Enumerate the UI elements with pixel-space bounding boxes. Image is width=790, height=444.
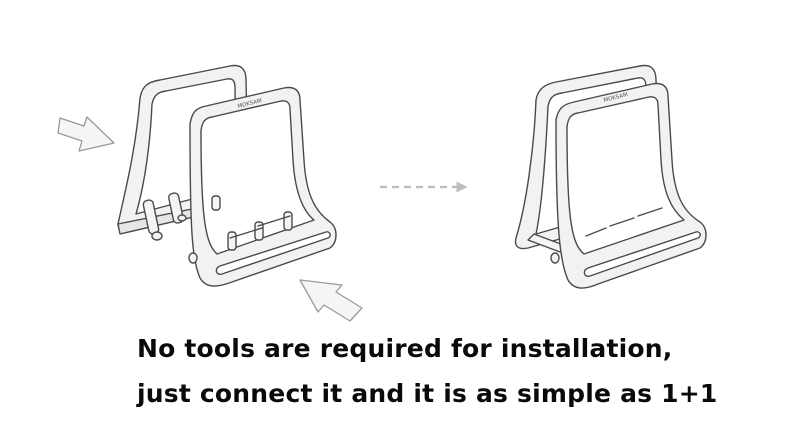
arrow-upleft-icon	[299, 279, 363, 322]
left-stand-disassembled: MOKSAM	[117, 64, 337, 287]
brand-mark-right: MOKSAM	[603, 92, 629, 104]
front-frame-pegs	[188, 195, 293, 264]
front-frame: MOKSAM	[188, 86, 337, 287]
right-stand-assembled: MOKSAM	[514, 64, 707, 289]
arrow-right-icon	[57, 116, 115, 152]
brand-mark-left: MOKSAM	[237, 98, 263, 110]
caption-line-1: No tools are required for installation,	[137, 334, 673, 363]
assembled-front-frame: MOKSAM	[555, 82, 707, 289]
caption-line-2: just connect it and it is as simple as 1…	[137, 379, 718, 408]
